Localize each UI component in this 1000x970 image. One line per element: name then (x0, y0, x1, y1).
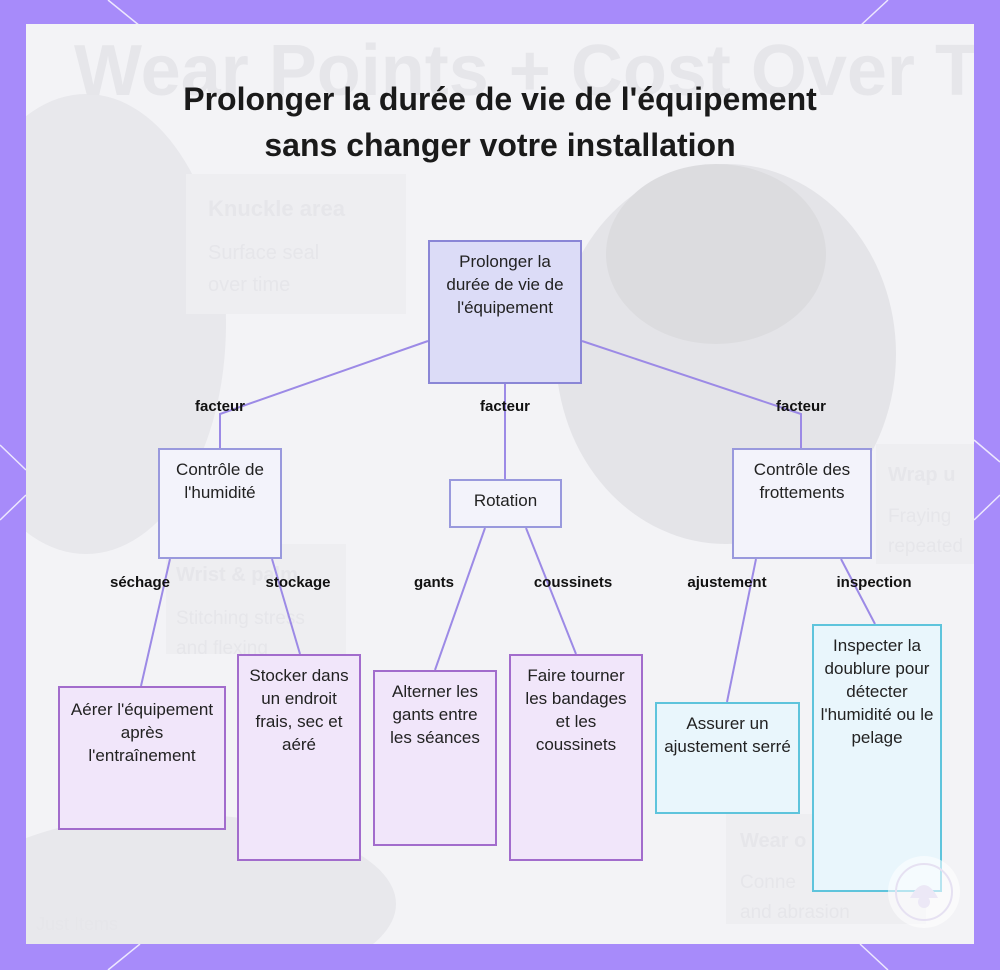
edge-label-facteur: facteur (195, 398, 245, 416)
node-controle-frottements[interactable]: Contrôle des frottements (732, 448, 872, 559)
node-rotation[interactable]: Rotation (449, 479, 562, 528)
node-controle-humidite[interactable]: Contrôle de l'humidité (158, 448, 282, 559)
emblem-icon (884, 852, 964, 932)
node-root[interactable]: Prolonger la durée de vie de l'équipemen… (428, 240, 582, 384)
edge-label-coussinets: coussinets (534, 574, 612, 592)
edge-root-humidite (220, 341, 428, 448)
edge-root-frottements (582, 341, 801, 448)
node-stocker[interactable]: Stocker dans un endroit frais, sec et aé… (237, 654, 361, 861)
edge-label-stockage: stockage (265, 574, 330, 592)
edge-label-inspection: inspection (836, 574, 911, 592)
node-aerer[interactable]: Aérer l'équipement après l'entraînement (58, 686, 226, 830)
edge-label-gants: gants (414, 574, 454, 592)
edge-rotation-alterner (435, 528, 485, 670)
node-faire-tourner[interactable]: Faire tourner les bandages et les coussi… (509, 654, 643, 861)
node-alterner[interactable]: Alterner les gants entre les séances (373, 670, 497, 846)
edge-label-facteur: facteur (480, 398, 530, 416)
diagram-canvas: Wear Points + Cost Over Tim Knuckle area… (26, 24, 974, 944)
node-ajustement[interactable]: Assurer un ajustement serré (655, 702, 800, 814)
edge-label-sechage: séchage (110, 574, 170, 592)
edge-label-ajustement: ajustement (687, 574, 766, 592)
edge-label-facteur: facteur (776, 398, 826, 416)
